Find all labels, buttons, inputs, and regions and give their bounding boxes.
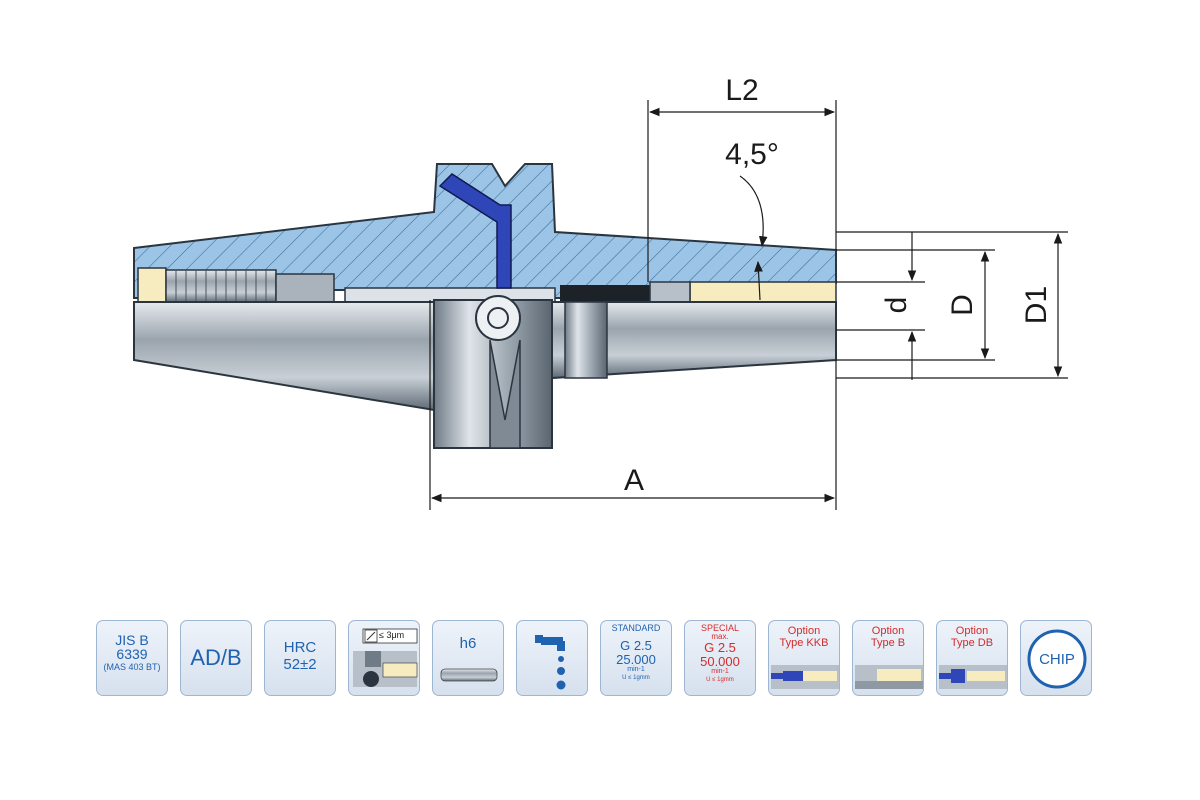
bore-right xyxy=(689,281,837,305)
dim-d: d xyxy=(880,297,913,314)
std-line3: 25.000 xyxy=(616,652,656,667)
icon-option-db: Option Type DB xyxy=(936,620,1008,696)
icon-coolant xyxy=(516,620,588,696)
b-holder-icon xyxy=(855,665,923,689)
b-line2: Type B xyxy=(870,637,906,649)
seal-strip xyxy=(560,285,650,303)
spc-note: U ≤ 1gmm xyxy=(706,677,734,683)
icon-chip: CHIP xyxy=(1020,620,1092,696)
b-line1: Option xyxy=(871,625,905,637)
ad-b-label: AD/B xyxy=(190,645,242,670)
jis-line2: 6339 xyxy=(116,646,148,662)
kkb-holder-icon xyxy=(771,665,839,689)
icon-ad-b: AD/B xyxy=(180,620,252,696)
kkb-line2: Type KKB xyxy=(779,637,829,649)
chip-circle-icon xyxy=(1027,629,1087,689)
hrc-line2: 52±2 xyxy=(283,656,317,673)
jis-line3: (MAS 403 BT) xyxy=(103,662,161,672)
db-line1: Option xyxy=(955,625,989,637)
drive-slot xyxy=(475,295,521,341)
dim-angle: 4,5° xyxy=(725,138,779,171)
shank-h6-icon xyxy=(440,668,498,682)
feature-icon-row: JIS B 6339 (MAS 403 BT) AD/B HRC 52±2 ≤ … xyxy=(96,620,1106,698)
std-line1: STANDARD xyxy=(611,623,661,633)
std-note: U ≤ 1gmm xyxy=(622,675,650,681)
h6-label: h6 xyxy=(459,635,477,652)
icon-special-balance: SPECIAL max. G 2.5 50.000 min-1 U ≤ 1gmm xyxy=(684,620,756,696)
spc-unit: min-1 xyxy=(711,668,729,675)
shank-collar xyxy=(564,301,608,379)
spc-line1b: max. xyxy=(711,632,729,641)
chip-label: CHIP xyxy=(1039,651,1075,668)
spc-line1: SPECIAL xyxy=(700,623,740,633)
thread-end xyxy=(275,273,335,303)
tool-holder-drawing: L2 4,5° A d D D1 xyxy=(133,74,1068,510)
icon-standard-balance: STANDARD G 2.5 25.000 min-1 U ≤ 1gmm xyxy=(600,620,672,696)
icon-hrc: HRC 52±2 xyxy=(264,620,336,696)
v-groove xyxy=(489,339,521,449)
dim-L2: L2 xyxy=(725,74,758,107)
spc-line3: 50.000 xyxy=(700,654,740,669)
dim-D1: D1 xyxy=(1020,286,1053,324)
ring-right xyxy=(649,281,691,305)
icon-runout: ≤ 3μm xyxy=(348,620,420,696)
thread xyxy=(165,269,277,303)
jis-line1: JIS B xyxy=(115,632,149,648)
dim-D: D xyxy=(946,294,979,316)
runout-icon xyxy=(353,628,418,687)
db-line2: Type DB xyxy=(950,637,994,649)
icon-jis-standard: JIS B 6339 (MAS 403 BT) xyxy=(96,620,168,696)
coolant-tap-icon xyxy=(535,635,566,690)
icon-h6: h6 xyxy=(432,620,504,696)
bore-left xyxy=(137,267,167,303)
icon-option-b: Option Type B xyxy=(852,620,924,696)
db-holder-icon xyxy=(939,665,1007,689)
dim-A: A xyxy=(624,464,644,497)
kkb-line1: Option xyxy=(787,625,821,637)
taper-lower xyxy=(133,301,435,412)
coolant-pin xyxy=(438,173,512,289)
hrc-line1: HRC xyxy=(283,639,317,656)
spc-line2: G 2.5 xyxy=(704,640,736,655)
icon-option-kkb: Option Type KKB xyxy=(768,620,840,696)
std-line2: G 2.5 xyxy=(620,638,652,653)
std-unit: min-1 xyxy=(627,666,645,673)
runout-label: ≤ 3μm xyxy=(379,630,405,640)
